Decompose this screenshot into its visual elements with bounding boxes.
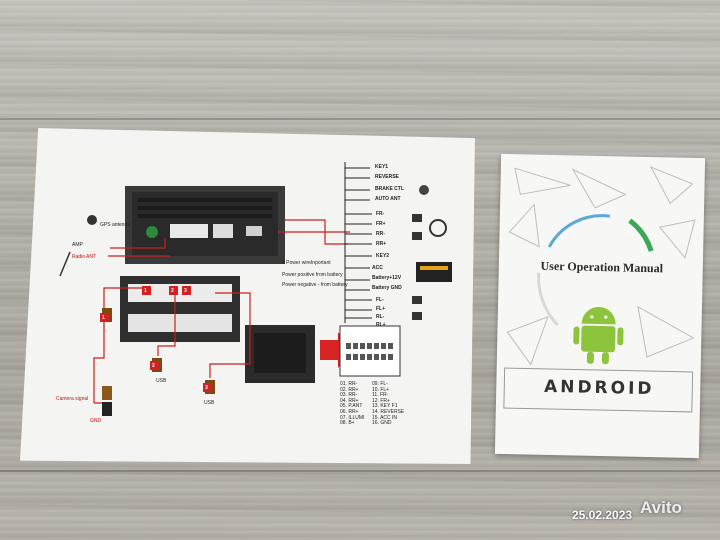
wood-seam [0, 118, 720, 120]
user-manual-booklet: User Operation Manual ANDROID [494, 153, 706, 459]
power-note: Power positive from battery [282, 272, 343, 278]
connector-label: KEY2 [376, 253, 390, 259]
pin-entry: 12. FR+ [372, 397, 390, 404]
antenna-icon [59, 251, 71, 277]
pin-entry: 06. RR+ [340, 408, 359, 415]
camera-mount-icon [102, 402, 112, 416]
pin-entry: 13. KEY F1 [372, 403, 398, 410]
gnd-label: GND [90, 418, 102, 424]
connector-label: Battery+12V [372, 275, 402, 281]
connector-label: Battery GND [372, 285, 402, 291]
brand-frame [503, 367, 694, 413]
pin-grid [346, 343, 393, 360]
photo-timestamp: 25.02.2023 [572, 508, 633, 522]
signal-lines [344, 162, 372, 323]
wiring-diagram-graphics [59, 162, 452, 416]
badge-number: 1 [144, 288, 147, 294]
pin-entry: 02. RR+ [340, 386, 359, 393]
pin-entry: 10. FL+ [372, 386, 390, 393]
wood-seam [0, 470, 720, 472]
pin-entry: 07. ILLUMI [340, 414, 365, 421]
badge-number: 3 [205, 385, 208, 391]
camera-icon [102, 386, 112, 400]
radio-ant-label: Radio ANT [72, 254, 97, 260]
speaker-icons [412, 185, 429, 320]
pin-entry: 15. ACC IN [372, 414, 398, 421]
pin-entry: 05. P.ANT [340, 403, 363, 410]
power-note: Power negative - from battery [282, 282, 348, 288]
iso-plug-face [254, 333, 306, 373]
pin-entry: 09. FL- [372, 381, 388, 387]
gps-label: GPS antenna [100, 222, 131, 228]
decorative-triangles [506, 166, 696, 366]
steering-wheel-icon [429, 219, 447, 237]
pin-entry: 04. RR+ [340, 397, 359, 404]
power-note: 2 Power wireInportant [282, 260, 331, 266]
connector-label: RR+ [376, 241, 387, 247]
connector-label: RR- [376, 231, 385, 237]
usb-label: USB [156, 378, 167, 384]
pin-list-right: 09. FL- 10. FL+ 11. FR- 12. FR+ 13. KEY … [372, 381, 405, 427]
connector-label: KEY1 [375, 164, 389, 170]
android-brand: ANDROID [543, 376, 655, 400]
avito-watermark: Avito [640, 498, 682, 517]
connector-label: RL+ [376, 322, 386, 328]
harness-plug [128, 284, 232, 302]
connector-label: FL- [376, 297, 384, 303]
badge-number: 2 [152, 363, 155, 369]
pin-entry: 08. B+ [340, 420, 355, 427]
connector-label: FR- [376, 211, 385, 217]
connector-label: FR+ [376, 221, 386, 227]
pin-diagram [339, 325, 401, 377]
accent-arc-green [628, 218, 654, 252]
connector-label: AUTO ANT [375, 196, 401, 202]
pin-entry: 01. RR- [340, 381, 358, 387]
connector-label: FL+ [376, 306, 386, 312]
camera-signal-label: Camera signal [56, 396, 89, 402]
badge-number: 3 [184, 288, 187, 294]
head-unit-connector [170, 224, 208, 238]
gps-antenna-icon [87, 215, 97, 225]
battery-icon [416, 262, 452, 282]
amp-label: AMP [72, 242, 83, 248]
badge-number: 2 [171, 288, 174, 294]
pin-entry: 11. FR- [372, 392, 389, 399]
wiring-diagram-sheet: KEY1 REVERSE BRAKE CTL AUTO ANT FR- FR+ … [20, 128, 475, 464]
connector-label: ACC [372, 265, 383, 271]
gps-port [146, 226, 158, 238]
android-robot-icon [573, 306, 624, 365]
harness-plug [128, 314, 232, 332]
head-unit-connector [213, 224, 233, 238]
pin-entry: 16. GND [372, 420, 392, 427]
badge-number: 1 [102, 315, 105, 321]
booklet-cover-graphics [503, 166, 696, 413]
pin-entry: 14. REVERSE [372, 408, 405, 415]
usb-label: USB [204, 400, 215, 406]
head-unit-vents [138, 198, 272, 218]
connector-label: REVERSE [375, 174, 399, 180]
pin-entry: 03. RR- [340, 392, 358, 399]
accent-arc-blue [547, 214, 611, 248]
connector-label: RL- [376, 314, 385, 320]
connector-label: BRAKE CTL [375, 186, 404, 192]
accent-arc-grey [537, 272, 559, 327]
pin-list-left: 01. RR- 02. RR+ 03. RR- 04. RR+ 05. P.AN… [340, 381, 365, 427]
head-unit-connector [246, 226, 262, 236]
